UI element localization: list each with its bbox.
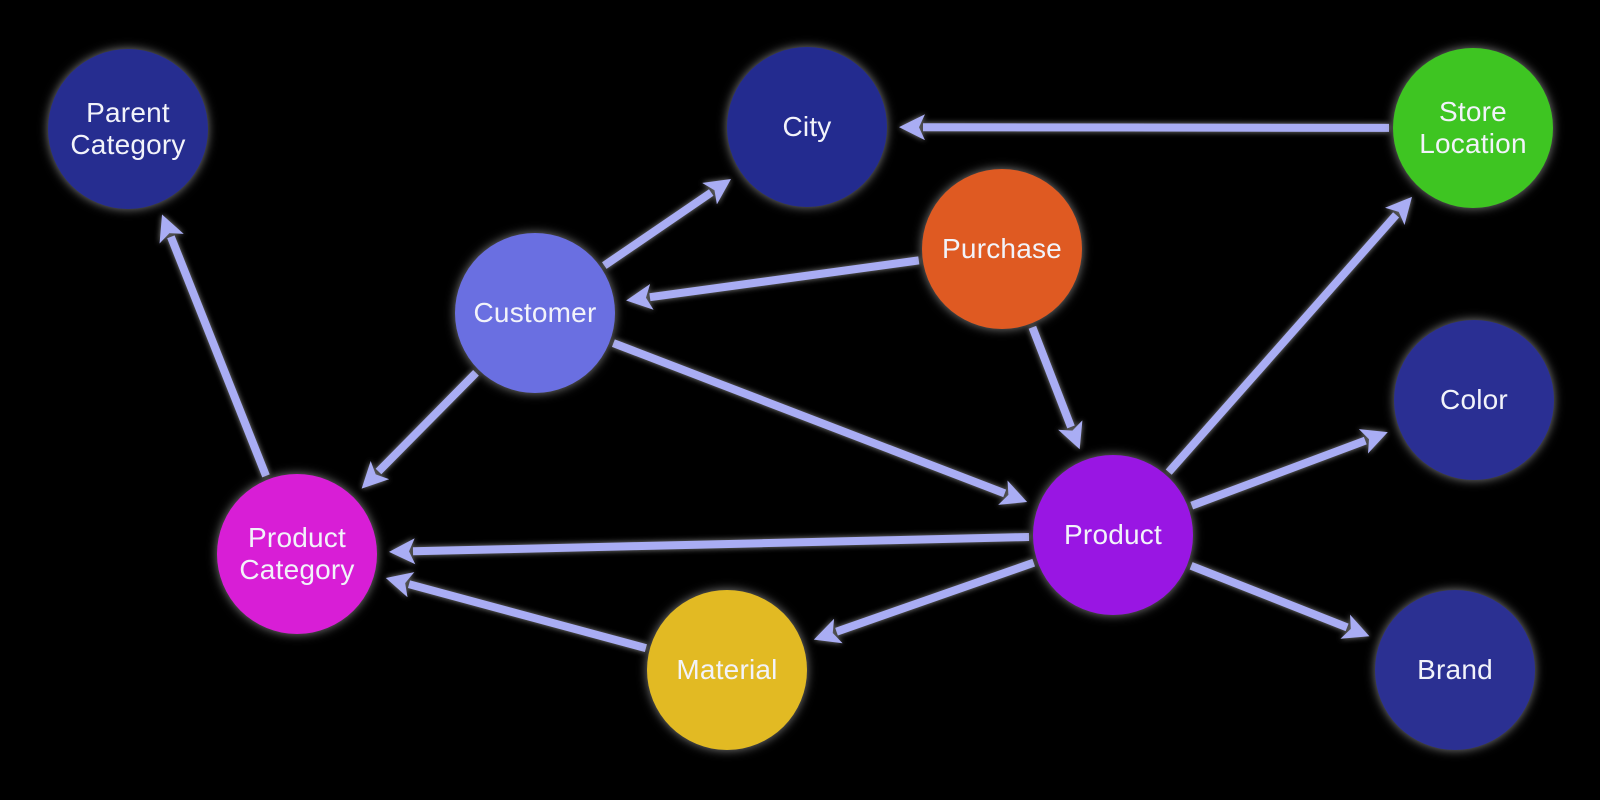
edge-customer-to-product-category	[361, 369, 479, 489]
edge-customer-to-city	[602, 178, 732, 269]
node-label-product: Product	[1064, 518, 1162, 550]
edge-store-location-to-city	[899, 114, 1390, 141]
node-label-product-category: Product Category	[239, 521, 355, 585]
edge-product-category-to-parent-category	[159, 214, 270, 478]
edge-purchase-to-product	[1028, 325, 1083, 450]
node-label-store-location: Store Location	[1419, 95, 1527, 159]
node-purchase[interactable]: Purchase	[922, 169, 1082, 329]
node-label-customer: Customer	[473, 296, 597, 328]
node-label-material: Material	[676, 653, 778, 685]
edge-product-to-brand	[1189, 562, 1370, 639]
node-label-purchase: Purchase	[942, 232, 1062, 264]
node-label-brand: Brand	[1417, 653, 1493, 685]
node-material[interactable]: Material	[647, 590, 807, 750]
edge-product-to-color	[1190, 429, 1388, 510]
node-customer[interactable]: Customer	[455, 233, 615, 393]
edge-product-to-store-location	[1165, 196, 1412, 475]
edge-product-to-material	[813, 558, 1036, 644]
node-store-location[interactable]: Store Location	[1393, 48, 1553, 208]
node-label-city: City	[782, 110, 832, 142]
node-brand[interactable]: Brand	[1375, 590, 1535, 750]
node-label-color: Color	[1440, 383, 1508, 415]
node-color[interactable]: Color	[1394, 320, 1554, 480]
node-label-parent-category: Parent Category	[70, 96, 186, 160]
node-parent-category[interactable]: Parent Category	[48, 49, 208, 209]
node-city[interactable]: City	[727, 47, 887, 207]
edge-product-to-product-category	[389, 533, 1030, 565]
node-product-category[interactable]: Product Category	[217, 474, 377, 634]
edge-material-to-product-category	[385, 572, 647, 652]
edge-customer-to-product	[611, 339, 1028, 505]
edge-purchase-to-customer	[626, 256, 920, 310]
node-product[interactable]: Product	[1033, 455, 1193, 615]
